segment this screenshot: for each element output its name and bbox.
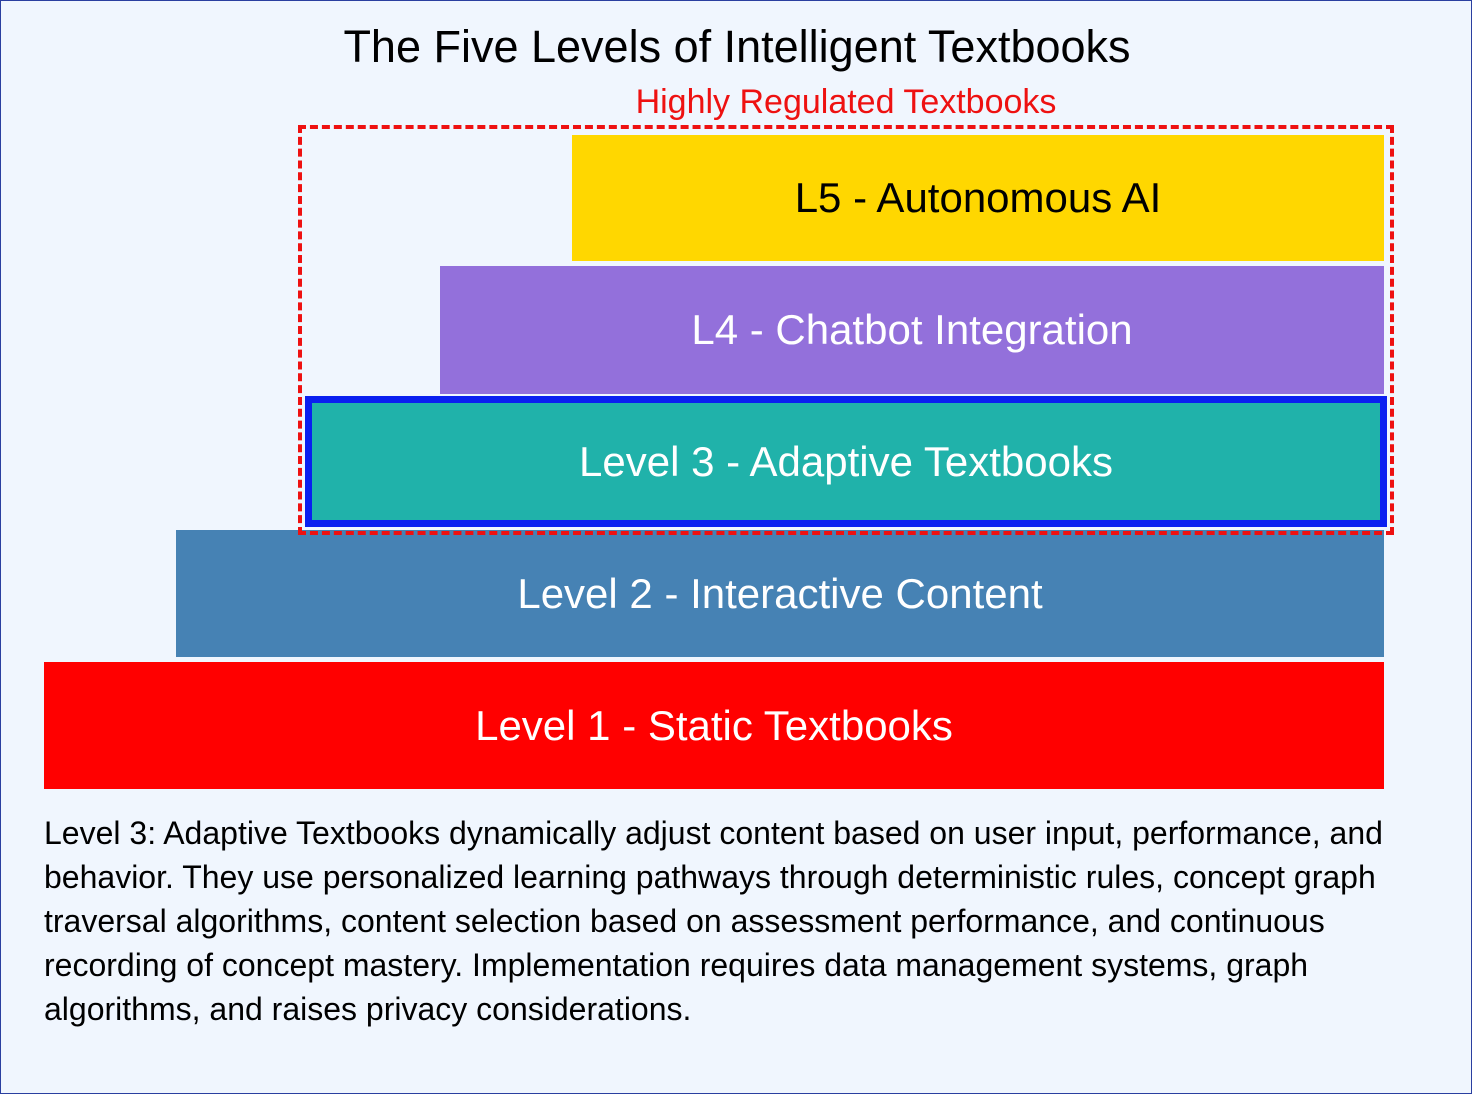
level-description: Level 3: Adaptive Textbooks dynamically …	[44, 815, 1383, 1027]
level-5-block[interactable]: L5 - Autonomous AI	[572, 135, 1384, 261]
level-1-block[interactable]: Level 1 - Static Textbooks	[44, 662, 1384, 789]
level-1-label: Level 1 - Static Textbooks	[475, 701, 953, 749]
level-4-block[interactable]: L4 - Chatbot Integration	[440, 266, 1384, 394]
level-2-block[interactable]: Level 2 - Interactive Content	[176, 530, 1384, 657]
level-2-label: Level 2 - Interactive Content	[517, 569, 1043, 617]
diagram-title: The Five Levels of Intelligent Textbooks	[343, 21, 1131, 72]
level-5-label: L5 - Autonomous AI	[794, 174, 1162, 221]
level-3-label: Level 3 - Adaptive Textbooks	[579, 437, 1113, 485]
level-3-block[interactable]: Level 3 - Adaptive Textbooks	[305, 396, 1387, 527]
level-4-label: L4 - Chatbot Integration	[691, 306, 1133, 353]
regulated-zone-label: Highly Regulated Textbooks	[635, 83, 1057, 121]
